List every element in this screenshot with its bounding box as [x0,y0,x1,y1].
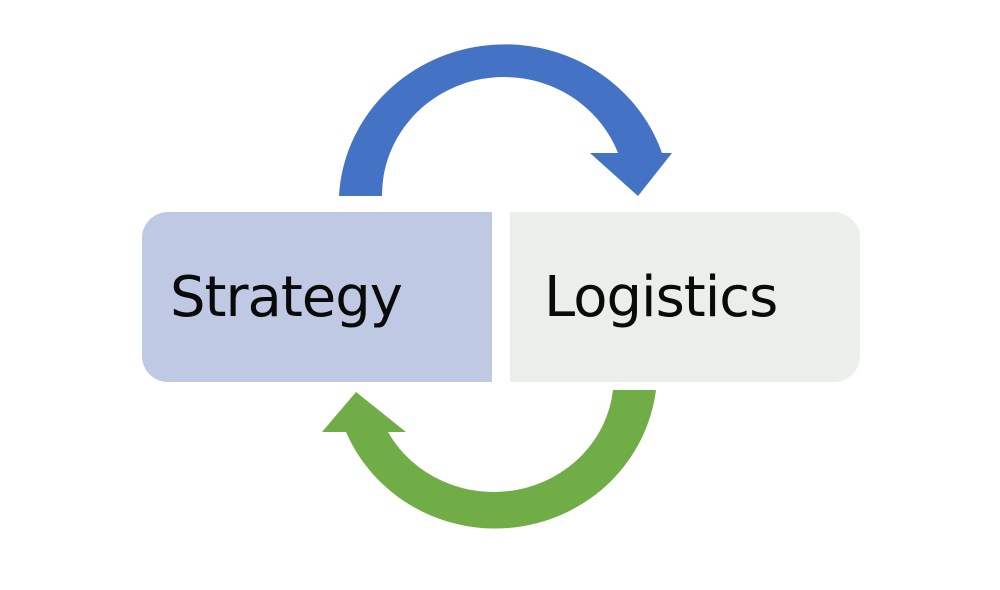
node-logistics-label: Logistics [544,264,778,330]
node-strategy-label: Strategy [170,264,403,330]
arrow-strategy-to-logistics [339,44,672,197]
node-logistics: Logistics [510,212,860,382]
node-strategy: Strategy [142,212,492,382]
arrow-logistics-to-strategy [322,390,656,529]
